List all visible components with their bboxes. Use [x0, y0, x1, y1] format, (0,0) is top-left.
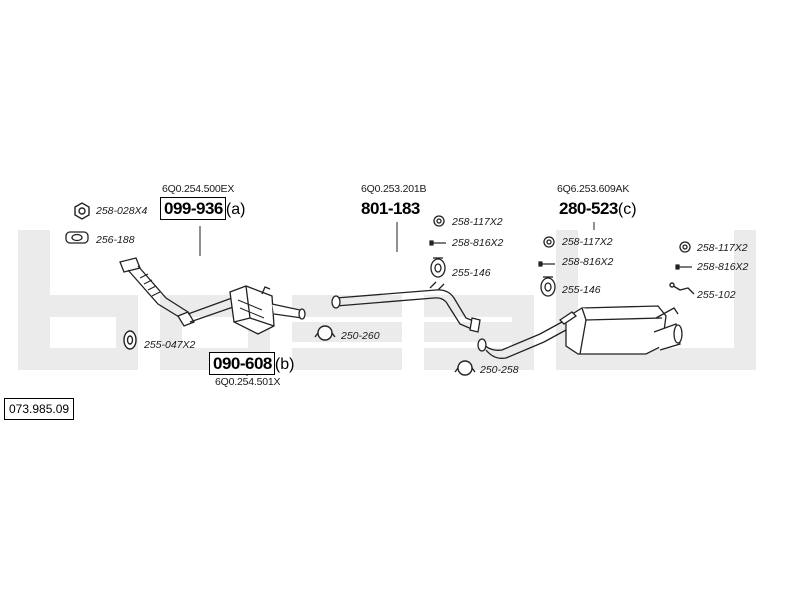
accessory-code-clamp-mid[interactable]: 250-258: [480, 364, 519, 376]
front-pipe: [119, 257, 237, 327]
diagram-reference-number: 073.985.09: [4, 398, 75, 420]
catalyst-part-b-suffix: (b): [274, 356, 295, 373]
catalyst-part-b-number[interactable]: 090-608: [209, 352, 275, 375]
catalyst-part-b[interactable]: 090-608(b): [209, 352, 295, 375]
catalyst-part-a-suffix: (a): [225, 201, 246, 218]
middle-part-number[interactable]: 801-183: [361, 199, 420, 218]
catalyst-part-a[interactable]: 099-936(a): [160, 197, 246, 220]
accessory-code-bolt-end[interactable]: 258-816X2: [697, 261, 749, 273]
middle-oem-number: 6Q0.253.201B: [361, 183, 427, 195]
flange-gasket-icon: [65, 231, 89, 244]
middle-pipe: [331, 281, 481, 333]
clamp-icon: [314, 325, 336, 341]
accessory-code-washer-rear[interactable]: 258-117X2: [562, 236, 613, 248]
accessory-code-nut[interactable]: 258-028X4: [96, 205, 148, 217]
rubber-hanger-icon: [540, 276, 556, 297]
accessory-code-washer-end[interactable]: 258-117X2: [697, 242, 748, 254]
hex-nut-icon: [74, 202, 90, 220]
accessory-code-bolt-rear[interactable]: 258-816X2: [562, 256, 614, 268]
accessory-code-bolt-mid[interactable]: 258-816X2: [452, 237, 504, 249]
rubber-ring-icon: [123, 330, 137, 350]
catalyst-oem-number: 6Q0.254.500EX: [162, 183, 235, 195]
rear-part[interactable]: 280-523(c): [559, 200, 637, 218]
catalyst-part-a-number[interactable]: 099-936: [160, 197, 226, 220]
accessory-code-clamp-front[interactable]: 250-260: [341, 330, 380, 342]
bracket-icon: [669, 282, 695, 295]
rear-silencer: [477, 305, 683, 359]
rubber-hanger-icon: [430, 257, 446, 278]
accessory-code-ring[interactable]: 255-047X2: [144, 339, 196, 351]
accessory-code-hanger-rear[interactable]: 255-146: [562, 284, 601, 296]
accessory-code-hanger-mid[interactable]: 255-146: [452, 267, 491, 279]
washer-icon: [679, 241, 691, 253]
accessory-code-gasket[interactable]: 256-188: [96, 234, 135, 246]
accessory-code-bracket-end[interactable]: 255-102: [697, 289, 736, 301]
catalytic-converter: [229, 285, 306, 335]
accessory-code-washer-mid[interactable]: 258-117X2: [452, 216, 503, 228]
bolt-icon: [538, 261, 555, 267]
clamp-icon: [454, 360, 476, 376]
bolt-icon: [675, 264, 692, 270]
washer-icon: [433, 215, 445, 227]
bolt-icon: [429, 240, 446, 246]
rear-oem-number: 6Q6.253.609AK: [557, 183, 630, 195]
rear-part-suffix: (c): [617, 201, 637, 218]
washer-icon: [543, 236, 555, 248]
catalyst-oem-number-b: 6Q0.254.501X: [215, 376, 281, 388]
rear-part-number[interactable]: 280-523: [559, 199, 618, 218]
